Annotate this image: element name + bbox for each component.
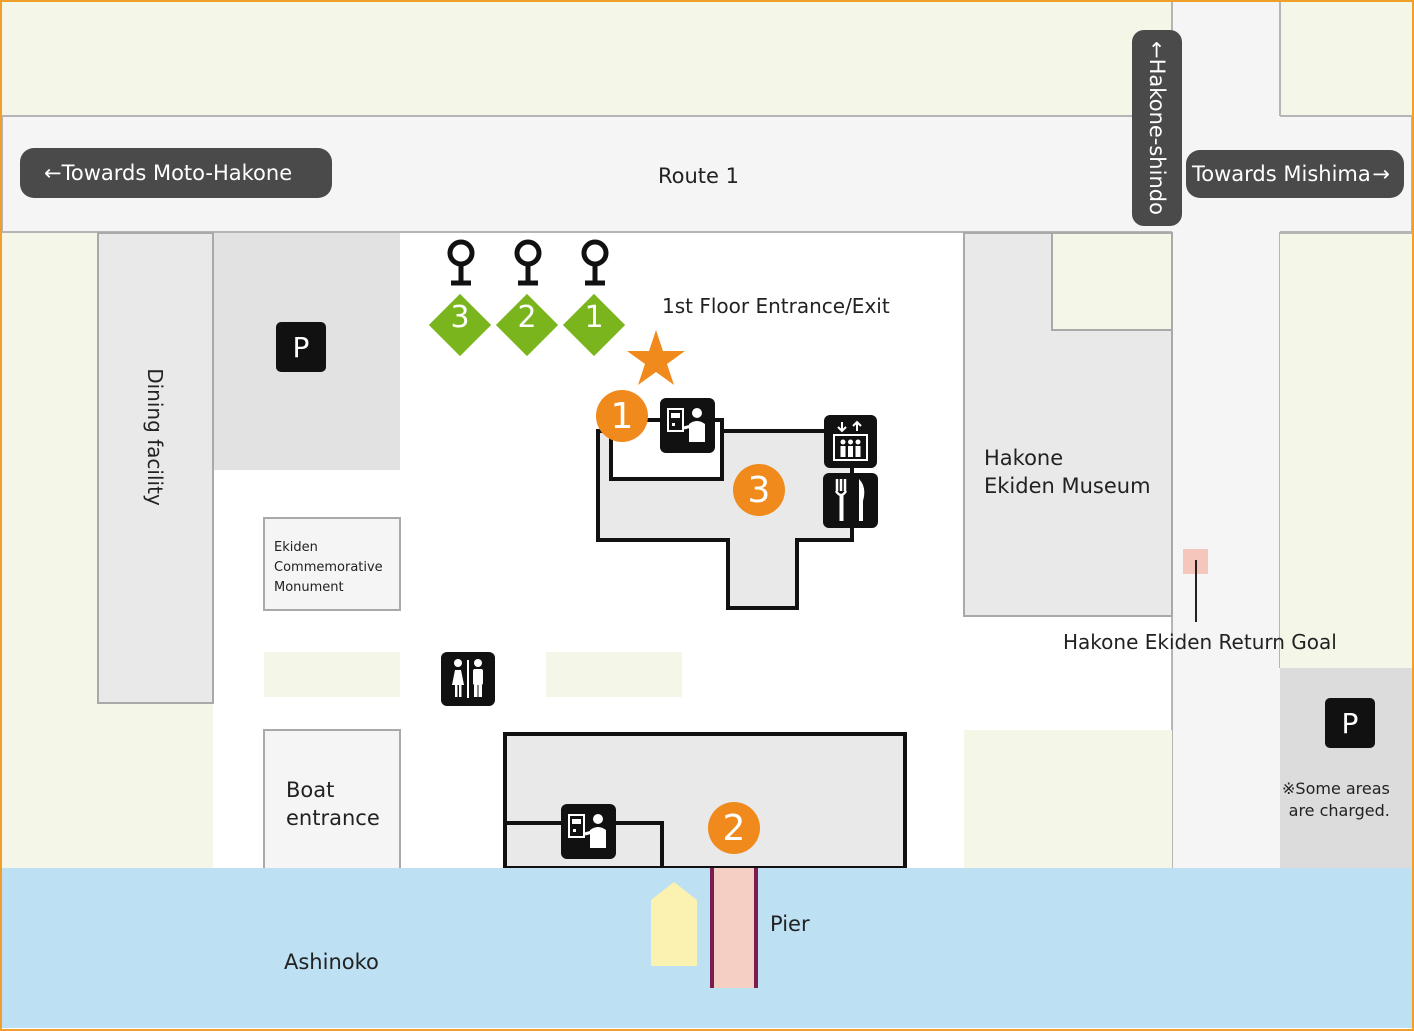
monument-label-line1: Ekiden	[274, 540, 318, 555]
entrance-label: 1st Floor Entrance/Exit	[662, 294, 890, 318]
monument-label-line2: Commemorative	[274, 560, 383, 575]
bus-stop-number: 2	[517, 300, 537, 335]
restaurant-icon	[823, 473, 878, 528]
green-patch-1	[264, 652, 400, 697]
star-icon	[627, 330, 685, 385]
boat-icon	[651, 882, 697, 966]
museum-label: Hakone Ekiden Museum	[984, 444, 1151, 500]
sign-towards-mishima: Towards Mishima →	[1186, 150, 1404, 198]
restroom-icon	[441, 652, 495, 706]
elevator-icon	[824, 415, 877, 468]
bus-stop-number: 3	[450, 300, 470, 335]
badge-3[interactable]: 3	[733, 464, 785, 516]
lake-label: Ashinoko	[284, 950, 379, 974]
sign-towards-moto-hakone: ←Towards Moto-Hakone	[20, 148, 332, 198]
bus-stop-pin-icon	[447, 239, 475, 286]
arrow-right-icon: →	[1372, 162, 1390, 186]
badge-2[interactable]: 2	[708, 802, 760, 854]
bus-stop-1[interactable]: 1	[559, 238, 629, 358]
boat-entrance-label: Boat entrance	[286, 776, 380, 832]
bus-stop-number: 1	[584, 300, 604, 335]
route-1-label: Route 1	[658, 164, 739, 188]
bus-stop-pin-icon	[514, 239, 542, 286]
green-area-museum	[1051, 232, 1173, 331]
goal-label: Hakone Ekiden Return Goal	[1063, 630, 1337, 654]
green-area-northeast	[1280, 2, 1412, 116]
parking-note-line1: ※Some areas	[1282, 779, 1390, 798]
monument-label: Ekiden Commemorative Monument	[274, 538, 383, 598]
dining-facility-building	[97, 232, 214, 704]
bus-stop-3[interactable]: 3	[425, 238, 495, 358]
sign-towards-mishima-label: Towards Mishima	[1192, 162, 1371, 186]
sign-hakone-shindo-label: ←Hakone-shindo	[1145, 41, 1169, 215]
green-patch-2	[546, 652, 682, 697]
museum-label-line2: Ekiden Museum	[984, 474, 1151, 498]
green-area-southeast	[964, 730, 1172, 868]
ticket-counter-icon	[660, 398, 715, 453]
parking-note-line2: are charged.	[1288, 801, 1390, 820]
bus-stop-2[interactable]: 2	[492, 238, 562, 358]
bus-stop-pin-icon	[581, 239, 609, 286]
pier	[712, 868, 756, 988]
sign-towards-moto-hakone-label: ←Towards Moto-Hakone	[44, 161, 293, 185]
boat-entrance-line1: Boat	[286, 778, 335, 802]
parking-icon-west: P	[276, 322, 326, 372]
badge-1[interactable]: 1	[596, 390, 648, 442]
parking-note: ※Some areas are charged.	[1282, 778, 1390, 822]
parking-icon-east: P	[1325, 698, 1375, 748]
boat-entrance-box	[263, 729, 401, 871]
lake-ashinoko	[2, 868, 1412, 1028]
green-area-north	[2, 2, 1172, 116]
monument-box	[263, 517, 401, 611]
museum-label-line1: Hakone	[984, 446, 1064, 470]
green-area-east	[1280, 233, 1412, 668]
ticket-counter-icon	[561, 804, 616, 859]
boat-entrance-line2: entrance	[286, 806, 380, 830]
sign-hakone-shindo: ←Hakone-shindo	[1132, 30, 1182, 226]
monument-label-line3: Monument	[274, 580, 344, 595]
pier-label: Pier	[770, 912, 810, 936]
dining-facility-label: Dining facility	[143, 368, 167, 506]
